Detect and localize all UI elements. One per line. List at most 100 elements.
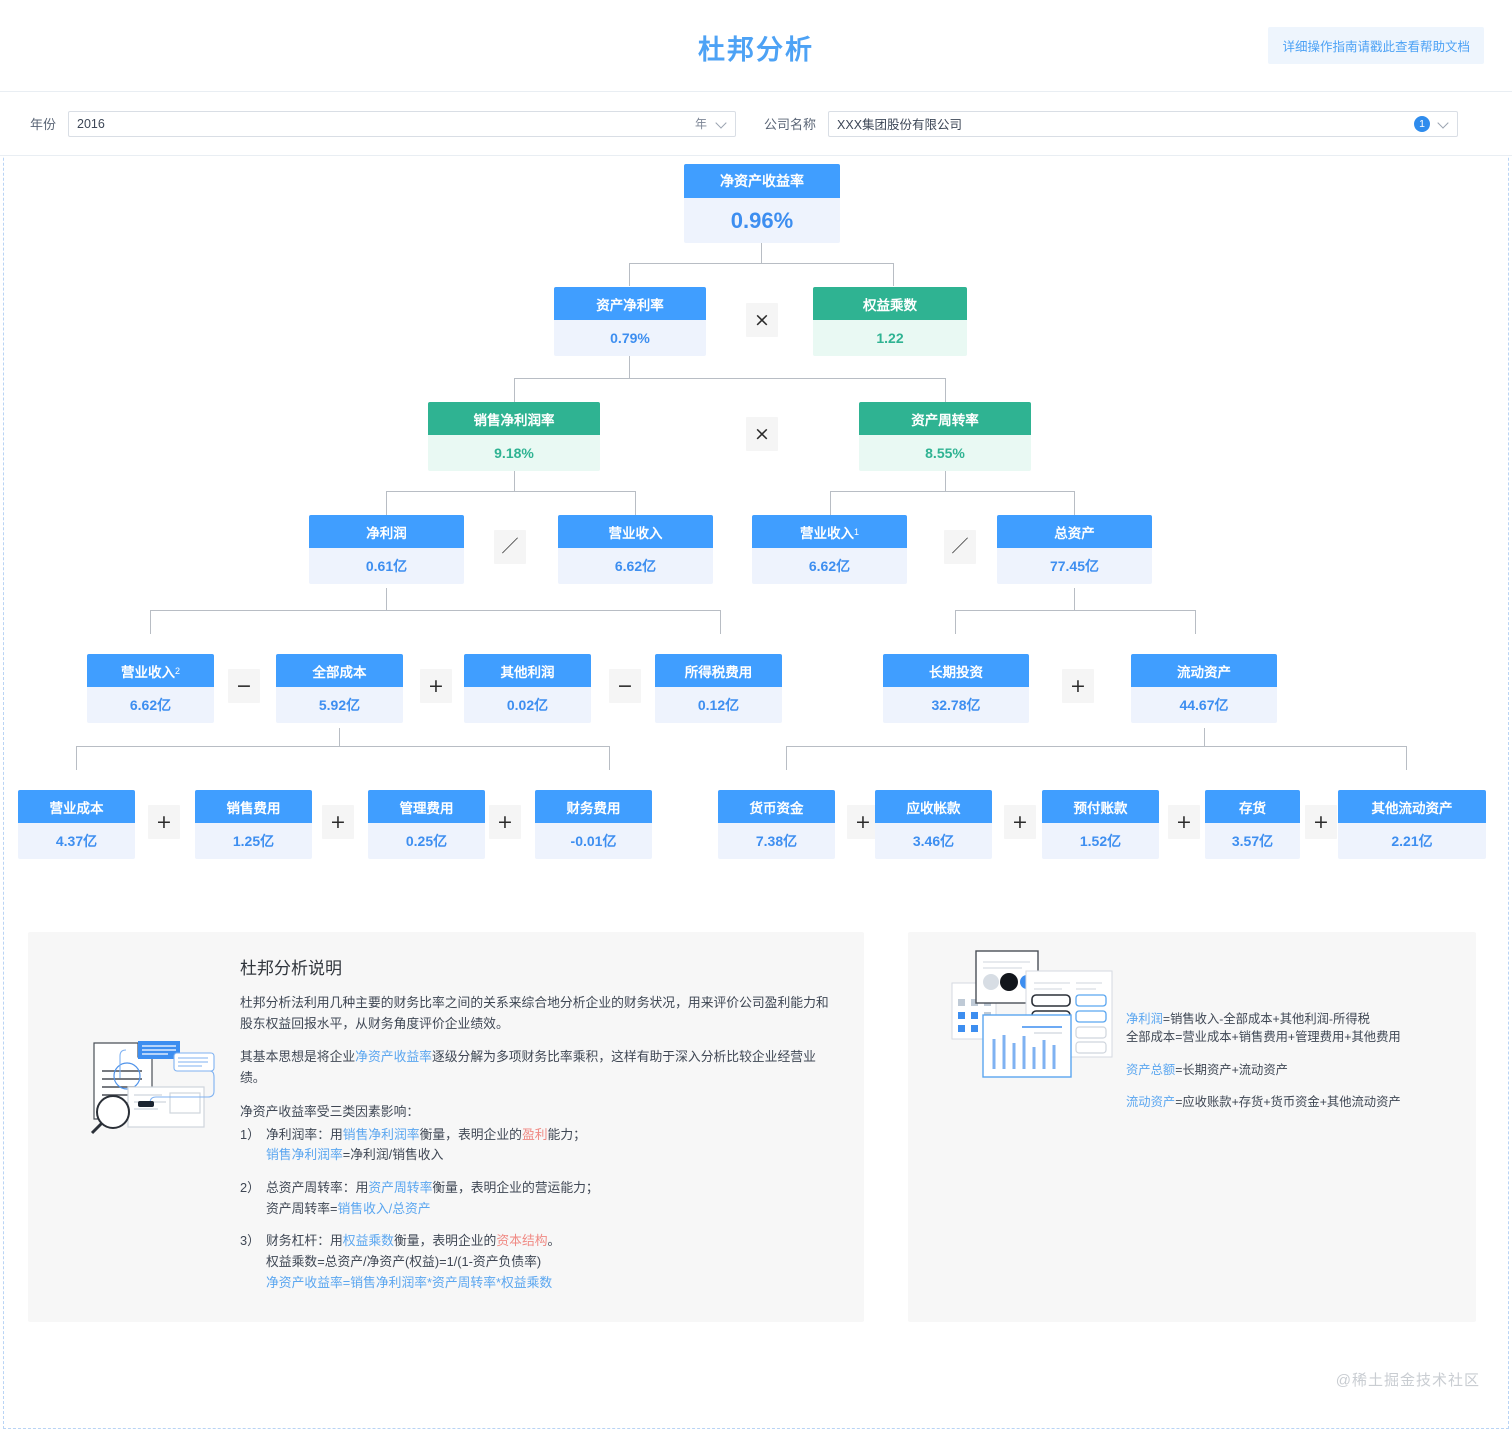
explanation-paragraph-1: 杜邦分析法利用几种主要的财务比率之间的关系来综合地分析企业的财务状况，用来评价公… xyxy=(240,995,829,1031)
connector xyxy=(761,243,762,264)
operator-plus: + xyxy=(1062,669,1094,703)
node-label: 营业收入 xyxy=(558,515,713,548)
node-inventory[interactable]: 存货 3.57亿 xyxy=(1205,790,1300,859)
dashboard-charts-illustration xyxy=(950,937,1120,1092)
connector xyxy=(386,491,635,492)
explanation-item-1: 1） 净利润率：用销售净利润率衡量，表明企业的盈利能力；销售净利润率=净利润/销… xyxy=(240,1125,832,1166)
node-label: 销售费用 xyxy=(195,790,312,823)
node-asset-turnover[interactable]: 资产周转率 8.55% xyxy=(859,402,1031,471)
node-long-term-investment[interactable]: 长期投资 32.78亿 xyxy=(883,654,1029,723)
operator-plus: + xyxy=(1305,805,1337,839)
item-number: 3） xyxy=(240,1233,260,1249)
item-number: 1） xyxy=(240,1126,260,1142)
node-monetary-funds[interactable]: 货币资金 7.38亿 xyxy=(718,790,835,859)
node-label: 资产周转率 xyxy=(859,402,1031,435)
explanation-panel: 杜邦分析说明 杜邦分析法利用几种主要的财务比率之间的关系来综合地分析企业的财务状… xyxy=(28,932,864,1322)
connector xyxy=(945,378,946,402)
node-value: 32.78亿 xyxy=(883,687,1029,723)
node-net-profit-margin[interactable]: 销售净利润率 9.18% xyxy=(428,402,600,471)
formula-text: 净利润=销售收入-全部成本+其他利润-所得税全部成本=营业成本+销售费用+管理费… xyxy=(1126,1010,1446,1126)
connector xyxy=(150,610,720,611)
connector xyxy=(386,491,387,515)
connector xyxy=(76,746,77,770)
connector xyxy=(629,356,630,378)
page-header: 杜邦分析 详细操作指南请戳此查看帮助文档 xyxy=(0,0,1512,92)
node-selling-expense[interactable]: 销售费用 1.25亿 xyxy=(195,790,312,859)
item-body: 财务杠杆：用权益乘数衡量，表明企业的资本结构。权益乘数=总资产/净资产(权益)=… xyxy=(266,1233,561,1290)
formula-block-3: 流动资产=应收账款+存货+货币资金+其他流动资产 xyxy=(1126,1095,1401,1110)
node-label: 管理费用 xyxy=(368,790,485,823)
node-other-current-assets[interactable]: 其他流动资产 2.21亿 xyxy=(1338,790,1486,859)
connector xyxy=(955,610,1195,611)
connector xyxy=(629,263,630,286)
filter-bar: 年份 2016 年 公司名称 XXX集团股份有限公司 1 xyxy=(0,92,1512,156)
node-net-asset-return-rate[interactable]: 净资产收益率 0.96% xyxy=(684,164,840,243)
node-value: -0.01亿 xyxy=(535,823,652,859)
document-search-illustration xyxy=(76,1017,216,1142)
connector xyxy=(830,491,1075,492)
connector xyxy=(339,728,340,746)
node-prepayments[interactable]: 预付账款 1.52亿 xyxy=(1042,790,1159,859)
node-value: 8.55% xyxy=(859,435,1031,471)
node-other-profit[interactable]: 其他利润 0.02亿 xyxy=(464,654,591,723)
page-title: 杜邦分析 xyxy=(698,35,814,65)
item-body: 净利润率：用销售净利润率衡量，表明企业的盈利能力；销售净利润率=净利润/销售收入 xyxy=(266,1126,586,1163)
connector xyxy=(514,378,945,379)
explanation-intro: 净资产收益率受三类因素影响： xyxy=(240,1103,420,1119)
node-label: 财务费用 xyxy=(535,790,652,823)
watermark: @稀土掘金技术社区 xyxy=(1335,1372,1480,1389)
node-return-on-assets[interactable]: 资产净利率 0.79% xyxy=(554,287,706,356)
node-admin-expense[interactable]: 管理费用 0.25亿 xyxy=(368,790,485,859)
connector xyxy=(635,491,636,515)
formula-panel: 净利润=销售收入-全部成本+其他利润-所得税全部成本=营业成本+销售费用+管理费… xyxy=(908,932,1476,1322)
explanation-item-3: 3） 财务杠杆：用权益乘数衡量，表明企业的资本结构。权益乘数=总资产/净资产(权… xyxy=(240,1231,832,1293)
operator-plus: + xyxy=(1168,805,1200,839)
node-value: 2.21亿 xyxy=(1338,823,1486,859)
node-net-profit[interactable]: 净利润 0.61亿 xyxy=(309,515,464,584)
node-total-assets[interactable]: 总资产 77.45亿 xyxy=(997,515,1152,584)
connector xyxy=(514,378,515,402)
node-label: 全部成本 xyxy=(276,654,403,687)
node-label: 营业成本 xyxy=(18,790,135,823)
explanation-text: 杜邦分析说明 杜邦分析法利用几种主要的财务比率之间的关系来综合地分析企业的财务状… xyxy=(240,954,832,1306)
node-label: 总资产 xyxy=(997,515,1152,548)
node-operating-revenue[interactable]: 营业收入 6.62亿 xyxy=(558,515,713,584)
node-label: 应收帐款 xyxy=(875,790,992,823)
company-filter: 公司名称 XXX集团股份有限公司 1 xyxy=(764,110,1459,137)
selected-count-badge: 1 xyxy=(1414,115,1431,132)
node-label: 权益乘数 xyxy=(813,287,967,320)
operator-multiply: × xyxy=(746,303,778,337)
year-select[interactable]: 2016 年 xyxy=(68,110,737,137)
company-select[interactable]: XXX集团股份有限公司 1 xyxy=(828,110,1459,137)
node-operating-cost[interactable]: 营业成本 4.37亿 xyxy=(18,790,135,859)
connector xyxy=(76,746,609,747)
node-accounts-receivable[interactable]: 应收帐款 3.46亿 xyxy=(875,790,992,859)
node-value: 6.62亿 xyxy=(752,548,907,584)
operator-plus: + xyxy=(322,805,354,839)
node-value: 0.61亿 xyxy=(309,548,464,584)
formula-block-2: 资产总额=长期资产+流动资产 xyxy=(1126,1062,1288,1077)
node-value: 3.57亿 xyxy=(1205,823,1300,859)
node-value: 1.22 xyxy=(813,320,967,356)
operator-divide: ／ xyxy=(944,530,976,564)
node-value: 1.25亿 xyxy=(195,823,312,859)
node-total-cost[interactable]: 全部成本 5.92亿 xyxy=(276,654,403,723)
node-income-tax-expense[interactable]: 所得税费用 0.12亿 xyxy=(655,654,782,723)
node-value: 3.46亿 xyxy=(875,823,992,859)
node-finance-expense[interactable]: 财务费用 -0.01亿 xyxy=(535,790,652,859)
formula-block-1: 净利润=销售收入-全部成本+其他利润-所得税全部成本=营业成本+销售费用+管理费… xyxy=(1126,1012,1401,1045)
explanation-title: 杜邦分析说明 xyxy=(240,959,342,978)
node-equity-multiplier[interactable]: 权益乘数 1.22 xyxy=(813,287,967,356)
help-doc-link[interactable]: 详细操作指南请戳此查看帮助文档 xyxy=(1268,27,1484,64)
node-value: 1.52亿 xyxy=(1042,823,1159,859)
operator-plus: + xyxy=(420,669,452,703)
year-value: 2016 xyxy=(77,116,105,131)
node-current-assets[interactable]: 流动资产 44.67亿 xyxy=(1131,654,1277,723)
operator-divide: ／ xyxy=(494,530,526,564)
company-label: 公司名称 xyxy=(764,117,817,132)
node-value: 9.18% xyxy=(428,435,600,471)
node-label: 其他流动资产 xyxy=(1338,790,1486,823)
